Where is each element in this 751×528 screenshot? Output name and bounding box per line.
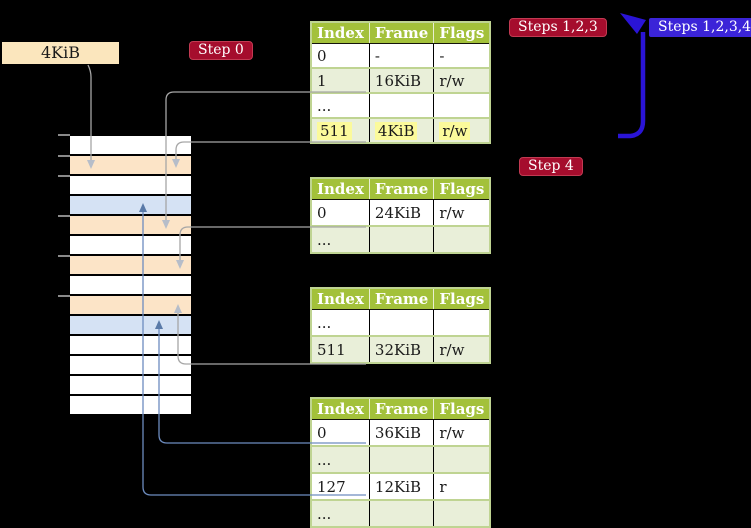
table-cell: r/w [433, 199, 491, 227]
table-cell: 127 [311, 473, 370, 501]
memory-tick [58, 155, 70, 157]
memory-row-white [70, 356, 191, 376]
column-header: Flags [433, 398, 491, 420]
column-header: Flags [433, 22, 491, 44]
column-header: Frame [369, 288, 435, 310]
memory-row-orange [70, 296, 191, 316]
table-cell: 24KiB [369, 199, 435, 227]
table-cell [369, 500, 435, 528]
loop-back-arrow-steps [618, 13, 646, 139]
memory-row-white [70, 336, 191, 356]
table-row: ... [311, 500, 491, 528]
column-header: Frame [369, 398, 435, 420]
memory-row-white [70, 236, 191, 256]
table-cell: ... [311, 226, 370, 254]
memory-row-white [70, 396, 191, 414]
table-cell [433, 446, 491, 474]
table-cell: 36KiB [369, 419, 435, 447]
table-row: 0-- [311, 43, 491, 69]
table-cell: ... [311, 446, 370, 474]
table-cell: 511 [311, 118, 370, 144]
table-cell [433, 500, 491, 528]
column-header: Index [311, 288, 370, 310]
column-header: Index [311, 178, 370, 200]
table-cell [369, 446, 435, 474]
table-cell [369, 226, 435, 254]
memory-row-white [70, 136, 191, 156]
memory-row-blue [70, 196, 191, 216]
memory-row-white [70, 376, 191, 396]
table-cell: 0 [311, 43, 370, 69]
connector-entry511-to-frame-4kib [172, 141, 366, 168]
table-cell: ... [311, 309, 370, 337]
memory-tick [58, 175, 70, 177]
table-cell [433, 93, 491, 119]
column-header: Index [311, 398, 370, 420]
table-cell: 1 [311, 68, 370, 94]
table-cell: - [369, 43, 435, 69]
memory-tick [58, 295, 70, 297]
highlighted-value: 511 [317, 121, 352, 140]
table-row: ... [311, 446, 491, 474]
memory-row-blue [70, 316, 191, 336]
table-cell: ... [311, 93, 370, 119]
memory-row-white [70, 276, 191, 296]
column-header: Frame [369, 178, 435, 200]
badge-steps-123: Steps 1,2,3 [509, 18, 607, 37]
table-row: 511 4KiB r/w [311, 118, 491, 144]
table-cell: ... [311, 500, 370, 528]
page-size-label: 4KiB [2, 42, 119, 64]
table-cell: r/w [433, 336, 491, 364]
table-cell: 32KiB [369, 336, 435, 364]
table-cell: 511 [311, 336, 370, 364]
column-header: Frame [369, 22, 435, 44]
table-cell: 4KiB [369, 118, 435, 144]
highlighted-value: r/w [439, 121, 471, 140]
memory-row-orange [70, 216, 191, 236]
table-cell: r/w [433, 419, 491, 447]
table-cell [433, 309, 491, 337]
memory-tick [58, 215, 70, 217]
table-cell [369, 93, 435, 119]
badge-step-0: Step 0 [189, 41, 253, 60]
memory-tick [58, 134, 70, 136]
table-cell: r/w [433, 68, 491, 94]
column-header: Index [311, 22, 370, 44]
table-cell: 0 [311, 199, 370, 227]
table-cell: r [433, 473, 491, 501]
table-cell: 0 [311, 419, 370, 447]
column-header: Flags [433, 178, 491, 200]
table-cell: 12KiB [369, 473, 435, 501]
table-row: ... [311, 226, 491, 254]
column-header: Flags [433, 288, 491, 310]
badge-step-4: Step 4 [519, 157, 583, 176]
table-cell [433, 226, 491, 254]
memory-row-orange [70, 156, 191, 176]
table-row: ... [311, 93, 491, 119]
table-row: ... [311, 309, 491, 337]
table-cell [369, 309, 435, 337]
highlighted-value: 4KiB [374, 121, 418, 140]
memory-row-white [70, 176, 191, 196]
table-cell: r/w [433, 118, 491, 144]
badge-steps-1234: Steps 1,2,3,4 [649, 18, 751, 37]
table-cell: - [433, 43, 491, 69]
physical-memory-strip [70, 136, 191, 414]
memory-tick [58, 255, 70, 257]
memory-row-orange [70, 256, 191, 276]
table-cell: 16KiB [369, 68, 435, 94]
